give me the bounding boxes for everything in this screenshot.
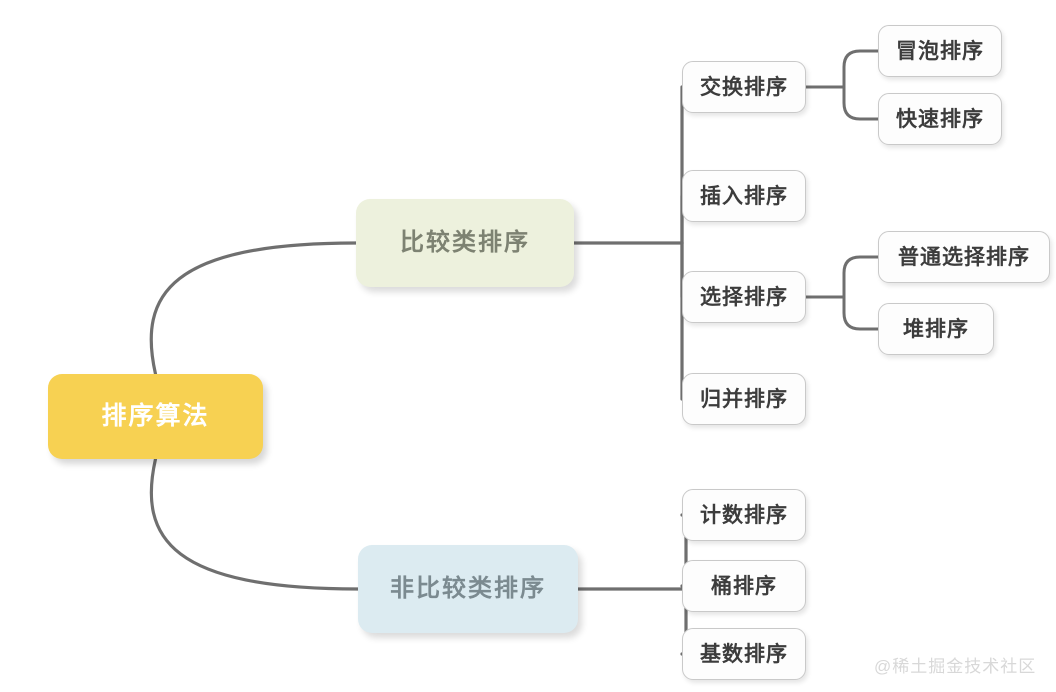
node-simple-selection-sort[interactable]: 普通选择排序	[878, 231, 1050, 283]
node-exchange-sort-label: 交换排序	[700, 75, 788, 99]
node-branch-non-comparison-label: 非比较类排序	[390, 575, 546, 602]
node-branch-comparison[interactable]: 比较类排序	[356, 199, 574, 287]
node-counting-sort-label: 计数排序	[700, 503, 788, 527]
node-exchange-sort[interactable]: 交换排序	[682, 61, 806, 113]
node-bubble-sort[interactable]: 冒泡排序	[878, 25, 1002, 77]
node-selection-sort-label: 选择排序	[700, 285, 788, 309]
node-heap-sort[interactable]: 堆排序	[878, 303, 994, 355]
node-radix-sort-label: 基数排序	[700, 642, 788, 666]
node-bucket-sort-label: 桶排序	[711, 574, 777, 598]
node-root-label: 排序算法	[101, 402, 210, 430]
node-insertion-sort-label: 插入排序	[700, 184, 788, 208]
node-branch-comparison-label: 比较类排序	[400, 229, 530, 256]
node-simple-selection-sort-label: 普通选择排序	[898, 245, 1030, 269]
node-heap-sort-label: 堆排序	[903, 317, 969, 341]
node-counting-sort[interactable]: 计数排序	[682, 489, 806, 541]
node-merge-sort-label: 归并排序	[700, 387, 788, 411]
node-root[interactable]: 排序算法	[48, 374, 263, 459]
watermark: @稀土掘金技术社区	[874, 657, 1037, 676]
node-radix-sort[interactable]: 基数排序	[682, 628, 806, 680]
node-branch-non-comparison[interactable]: 非比较类排序	[358, 545, 578, 633]
node-merge-sort[interactable]: 归并排序	[682, 373, 806, 425]
node-quick-sort[interactable]: 快速排序	[878, 93, 1002, 145]
node-bubble-sort-label: 冒泡排序	[896, 39, 984, 63]
node-selection-sort[interactable]: 选择排序	[682, 271, 806, 323]
node-quick-sort-label: 快速排序	[896, 107, 984, 131]
node-insertion-sort[interactable]: 插入排序	[682, 170, 806, 222]
node-bucket-sort[interactable]: 桶排序	[682, 560, 806, 612]
